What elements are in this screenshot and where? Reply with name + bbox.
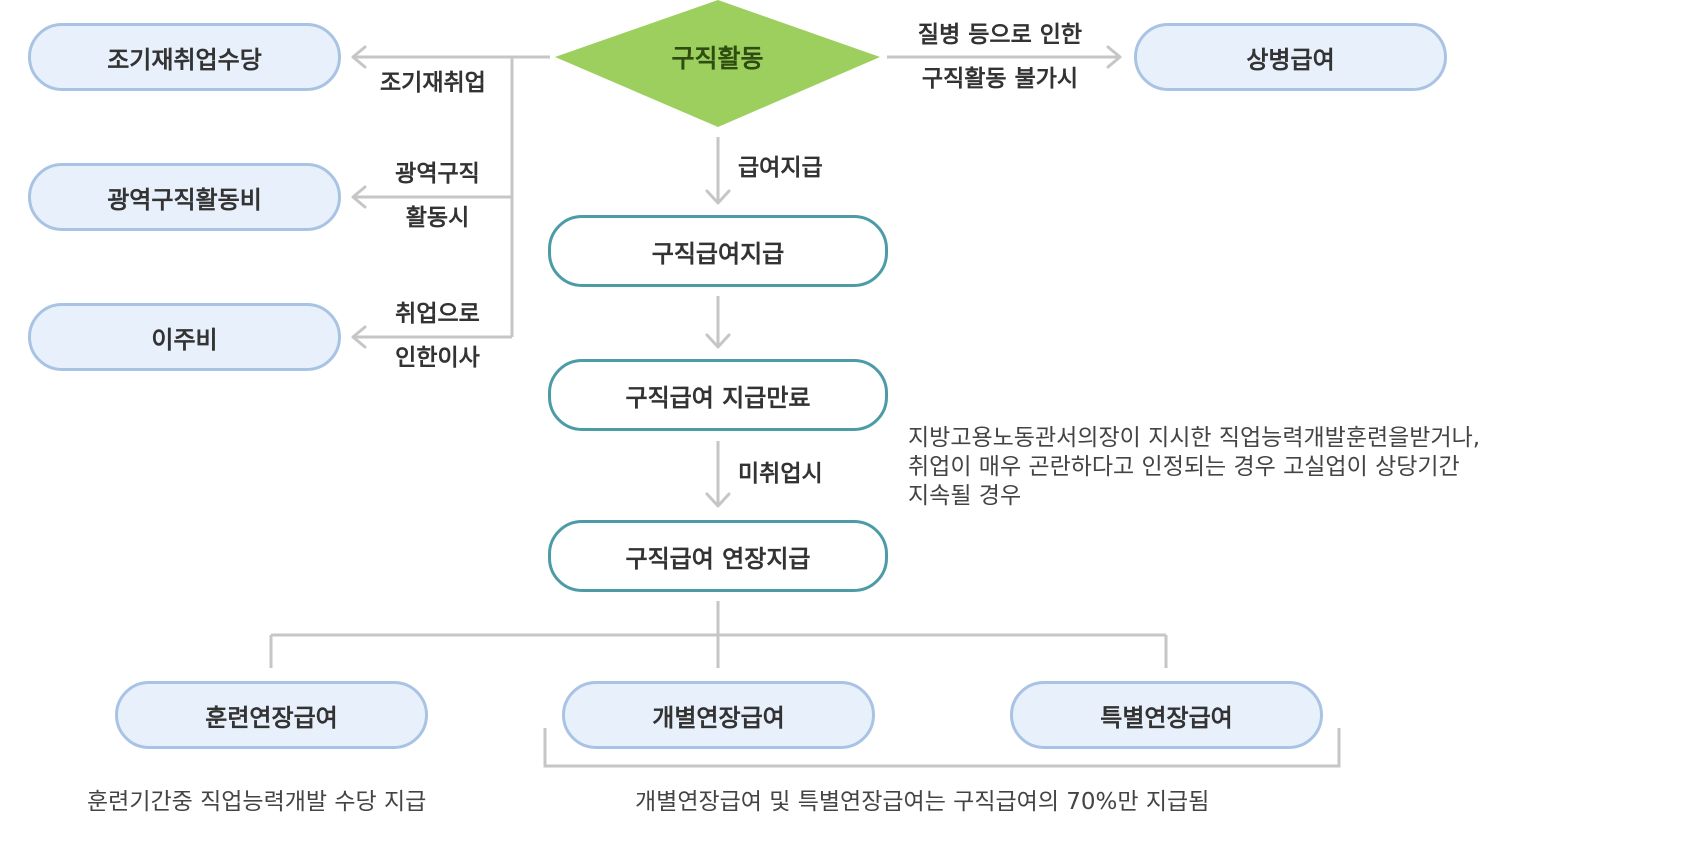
arrowhead-left-mid bbox=[351, 185, 367, 209]
arrowhead-down-2 bbox=[705, 333, 731, 349]
job-seeking-benefit-extension-node: 구직급여 연장지급 bbox=[548, 520, 888, 592]
individual-extension-benefit-node: 개별연장급여 bbox=[562, 681, 875, 749]
arrowhead-right bbox=[1106, 45, 1122, 69]
extension-condition-note-line3: 지속될 경우 bbox=[908, 483, 1022, 509]
job-seeking-benefit-payment-node: 구직급여지급 bbox=[548, 215, 888, 287]
arrowhead-down-3 bbox=[705, 492, 731, 508]
job-seeking-benefit-end-node: 구직급여 지급만료 bbox=[548, 359, 888, 431]
edge-label-relocation-line1: 취업으로 bbox=[395, 301, 480, 327]
extension-rate-note: 개별연장급여 및 특별연장급여는 구직급여의 70%만 지급됨 bbox=[635, 789, 1210, 815]
edge-label-benefit-payment: 급여지급 bbox=[738, 155, 823, 181]
training-benefit-note: 훈련기간중 직업능력개발 수당 지급 bbox=[87, 789, 427, 815]
edge-label-not-employed: 미취업시 bbox=[738, 461, 823, 487]
arrowhead-left-top bbox=[351, 45, 367, 69]
edge-label-relocation-line2: 인한이사 bbox=[395, 345, 480, 371]
edge-label-wide-area-line2: 활동시 bbox=[405, 205, 470, 231]
edge-label-sickness-line2: 구직활동 불가시 bbox=[921, 66, 1079, 92]
special-extension-benefit-node: 특별연장급여 bbox=[1010, 681, 1323, 749]
edge-label-sickness-line1: 질병 등으로 인한 bbox=[917, 22, 1083, 48]
extension-condition-note-line2: 취업이 매우 곤란하다고 인정되는 경우 고실업이 상당기간 bbox=[908, 454, 1460, 480]
extension-condition-note-line1: 지방고용노동관서의장이 지시한 직업능력개발훈련을받거나, bbox=[908, 425, 1481, 451]
relocation-cost-node: 이주비 bbox=[28, 303, 341, 371]
wide-area-job-search-cost-node: 광역구직활동비 bbox=[28, 163, 341, 231]
sickness-benefit-node: 상병급여 bbox=[1134, 23, 1447, 91]
edge-label-wide-area-line1: 광역구직 bbox=[395, 161, 480, 187]
job-search-activity-node: 구직활동 bbox=[671, 44, 764, 73]
bracket-individual-special bbox=[543, 728, 1341, 768]
job-search-diamond-shape bbox=[555, 0, 880, 127]
training-extension-benefit-node: 훈련연장급여 bbox=[115, 681, 428, 749]
arrowhead-down-1 bbox=[705, 189, 731, 205]
edge-label-early-reemployment: 조기재취업 bbox=[380, 70, 486, 96]
arrowhead-left-bottom bbox=[351, 325, 367, 349]
early-reemployment-allowance-node: 조기재취업수당 bbox=[28, 23, 341, 91]
